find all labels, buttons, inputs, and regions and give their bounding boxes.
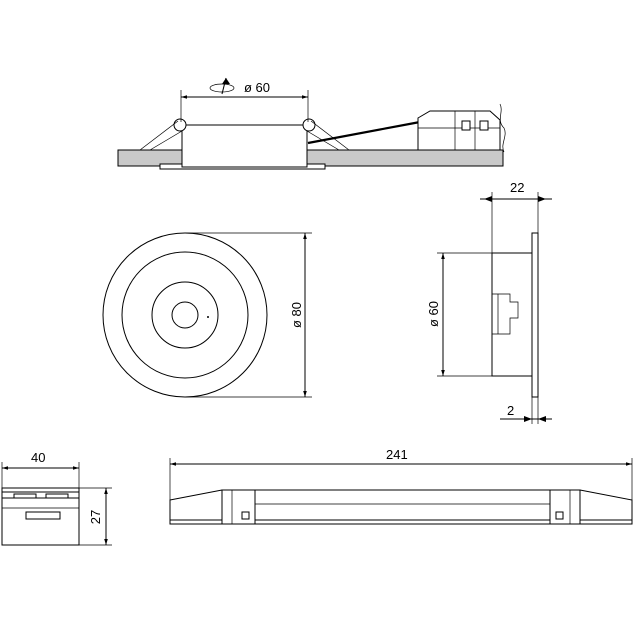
front-view: ø 80 — [102, 232, 312, 398]
driver-end-view: 40 27 — [1, 450, 112, 546]
luminaire-housing — [181, 124, 308, 168]
terminal-left — [221, 489, 256, 525]
flange-dimension-label: 2 — [507, 403, 514, 418]
outer-ring — [102, 232, 268, 398]
length-dimension-label: 241 — [386, 447, 408, 462]
driver-side-view: 241 — [169, 447, 633, 525]
inner-ring — [151, 281, 219, 349]
installed-side-view: ø 60 — [117, 77, 506, 170]
connector-block — [417, 110, 501, 151]
spring-clip-right — [302, 118, 350, 151]
break-line — [499, 103, 506, 153]
terminal-right — [549, 489, 581, 525]
reflector-ring — [121, 251, 249, 379]
profile-diameter-dimension-label: ø 60 — [426, 301, 441, 327]
width-dimension-label: 40 — [31, 450, 45, 465]
diameter-dimension-label: ø 80 — [289, 302, 304, 328]
rotation-icon — [209, 77, 235, 95]
profile-housing — [491, 252, 533, 377]
sensor-dot — [207, 316, 209, 318]
supply-cable — [307, 120, 421, 145]
depth-dimension-label: 22 — [510, 180, 524, 195]
led-lens — [171, 301, 199, 329]
cutout-dimension-label: ø 60 — [244, 80, 270, 95]
height-dimension-label: 27 — [88, 510, 103, 524]
profile-flange — [531, 232, 539, 398]
profile-view: 22 ø 60 2 — [426, 180, 552, 424]
spring-clip-left — [139, 118, 187, 151]
